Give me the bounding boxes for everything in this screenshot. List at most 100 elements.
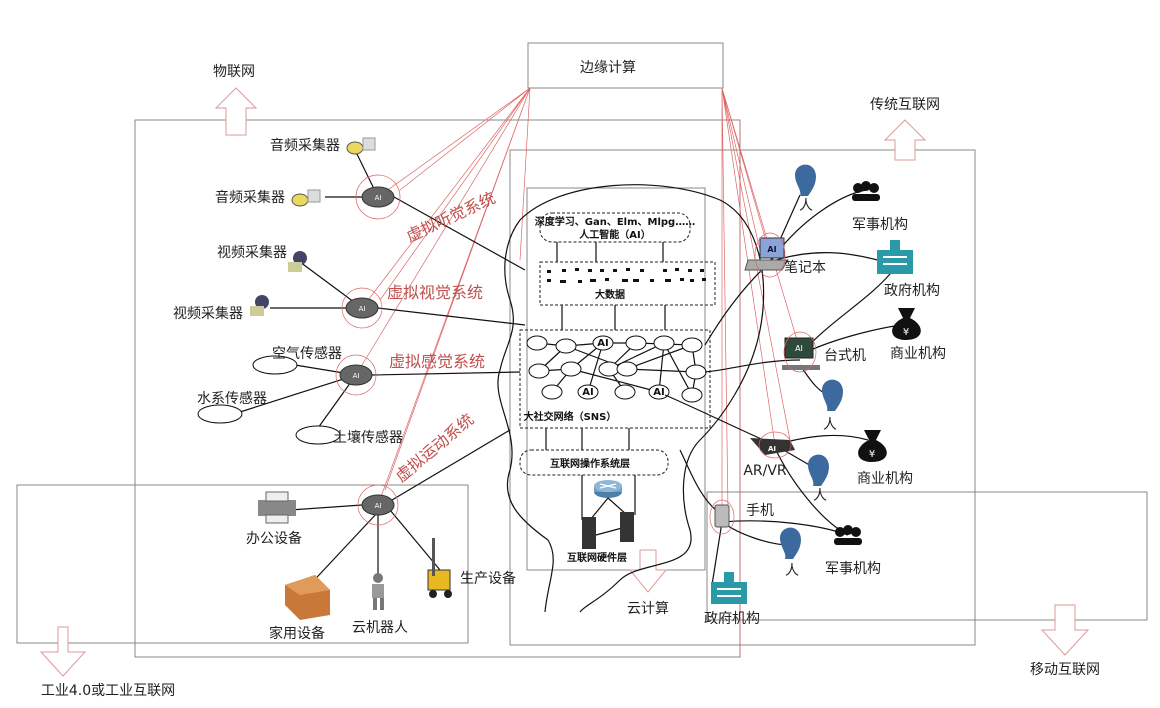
ai-layer (539, 212, 691, 243)
person-icon (822, 379, 843, 411)
person-label: 人 (799, 198, 813, 214)
sns-node (681, 337, 703, 353)
edge-computing-label: 边缘计算 (580, 60, 636, 76)
government-building-icon (711, 572, 747, 604)
ai-layer-label: 人工智能（AI） (579, 228, 650, 241)
forklift-icon (427, 538, 452, 598)
sns-node (625, 335, 647, 351)
soil-sensor-node (295, 425, 341, 445)
ai-hub: AI (341, 287, 383, 329)
svg-text:AI: AI (375, 502, 382, 510)
ai-hub: AI (357, 484, 399, 526)
audio-collector-label: 音频采集器 (215, 189, 285, 206)
hardware-layer-label: 互联网硬件层 (567, 551, 627, 564)
sns-node (541, 384, 563, 400)
os-layer-label: 互联网操作系统层 (550, 457, 630, 470)
sns-node (526, 335, 548, 351)
os-layer (519, 449, 669, 476)
sns-node (685, 364, 707, 380)
ai-algorithms-label: 深度学习、Gan、Elm、Mlpg…… (535, 215, 695, 228)
ai-badge: AI (767, 245, 776, 254)
big-data-dots (547, 268, 706, 283)
virtual-sense-label: 虚拟感觉系统 (389, 352, 485, 371)
cloud-region (526, 187, 706, 571)
audio-collector-icon (346, 137, 376, 155)
sns-layer (519, 329, 711, 429)
business-label: 商业机构 (857, 471, 913, 487)
iot-label: 物联网 (213, 64, 255, 80)
virtual-vision-label: 虚拟视觉系统 (387, 283, 483, 302)
video-camera-icon (250, 295, 269, 316)
sns-ai-node (592, 335, 614, 351)
water-sensor-label: 水系传感器 (197, 390, 267, 407)
traditional-internet-label: 传统互联网 (870, 97, 940, 113)
ai-badge: AI (795, 344, 803, 353)
home-appliance-label: 家用设备 (269, 625, 325, 642)
arvr-label: AR/VR (743, 463, 787, 479)
down-arrow-icon (1040, 604, 1090, 656)
phone-icon (709, 499, 735, 535)
military-icon (852, 181, 880, 201)
cloud-robot-label: 云机器人 (352, 620, 408, 636)
down-arrow-icon (39, 626, 87, 677)
printer-icon (258, 491, 296, 524)
person-label: 人 (813, 488, 827, 504)
mobile-internet-label: 移动互联网 (1030, 662, 1100, 678)
government-building-icon (877, 240, 913, 274)
government-label: 政府机构 (884, 283, 940, 299)
industrial-region (16, 484, 469, 644)
person-icon (780, 527, 801, 559)
business-label: 商业机构 (890, 346, 946, 362)
production-equipment-label: 生产设备 (460, 570, 516, 587)
government-label: 政府机构 (704, 611, 760, 627)
big-data-label: 大数据 (595, 288, 625, 301)
industrial-internet-label: 工业4.0或工业互联网 (41, 683, 175, 699)
sns-node (598, 361, 620, 377)
svg-text:¥: ¥ (903, 327, 909, 338)
sns-ai-label: AI (582, 387, 593, 398)
edge-computing-box (527, 42, 724, 89)
military-icon (834, 525, 862, 545)
sns-node (616, 361, 638, 377)
person-label: 人 (823, 417, 837, 433)
traditional-internet-region (509, 149, 976, 646)
sns-node (653, 335, 675, 351)
sns-ai-node (648, 384, 670, 400)
home-appliance-box-icon (285, 575, 330, 620)
person-icon (808, 454, 829, 486)
office-equipment-label: 办公设备 (246, 530, 302, 547)
big-data-layer (539, 261, 716, 306)
person-icon (795, 164, 816, 196)
phone-label: 手机 (746, 503, 774, 519)
money-bag-icon: ¥ (858, 430, 887, 462)
sns-node (560, 361, 582, 377)
svg-text:¥: ¥ (869, 449, 875, 460)
head-outline (497, 184, 765, 613)
soil-sensor-label: 土壤传感器 (333, 429, 403, 446)
laptop-label: 笔记本 (784, 260, 826, 276)
up-arrow-icon (214, 87, 258, 136)
video-collector-label: 视频采集器 (217, 244, 287, 261)
desktop-icon: AI (782, 331, 820, 373)
up-arrow-icon (883, 119, 927, 161)
edge-links (355, 87, 801, 657)
svg-text:AI: AI (375, 194, 382, 202)
ai-badge: AI (768, 445, 776, 453)
video-collector-label: 视频采集器 (173, 305, 243, 322)
sns-node (555, 338, 577, 354)
laptop-icon: AI (744, 232, 789, 278)
ai-hub: AI (335, 354, 377, 396)
sns-node (614, 384, 636, 400)
sns-ai-node (577, 384, 599, 400)
air-sensor-label: 空气传感器 (272, 345, 342, 362)
air-sensor-node (252, 355, 298, 375)
server-icon (620, 512, 634, 542)
desktop-label: 台式机 (824, 348, 866, 364)
svg-text:AI: AI (359, 305, 366, 313)
sns-ai-label: AI (597, 338, 608, 349)
ai-hub: AI (355, 174, 401, 220)
sns-nodes: AI AI AI (526, 335, 707, 403)
money-bag-icon: ¥ (892, 308, 921, 340)
mobile-region (706, 491, 1148, 621)
